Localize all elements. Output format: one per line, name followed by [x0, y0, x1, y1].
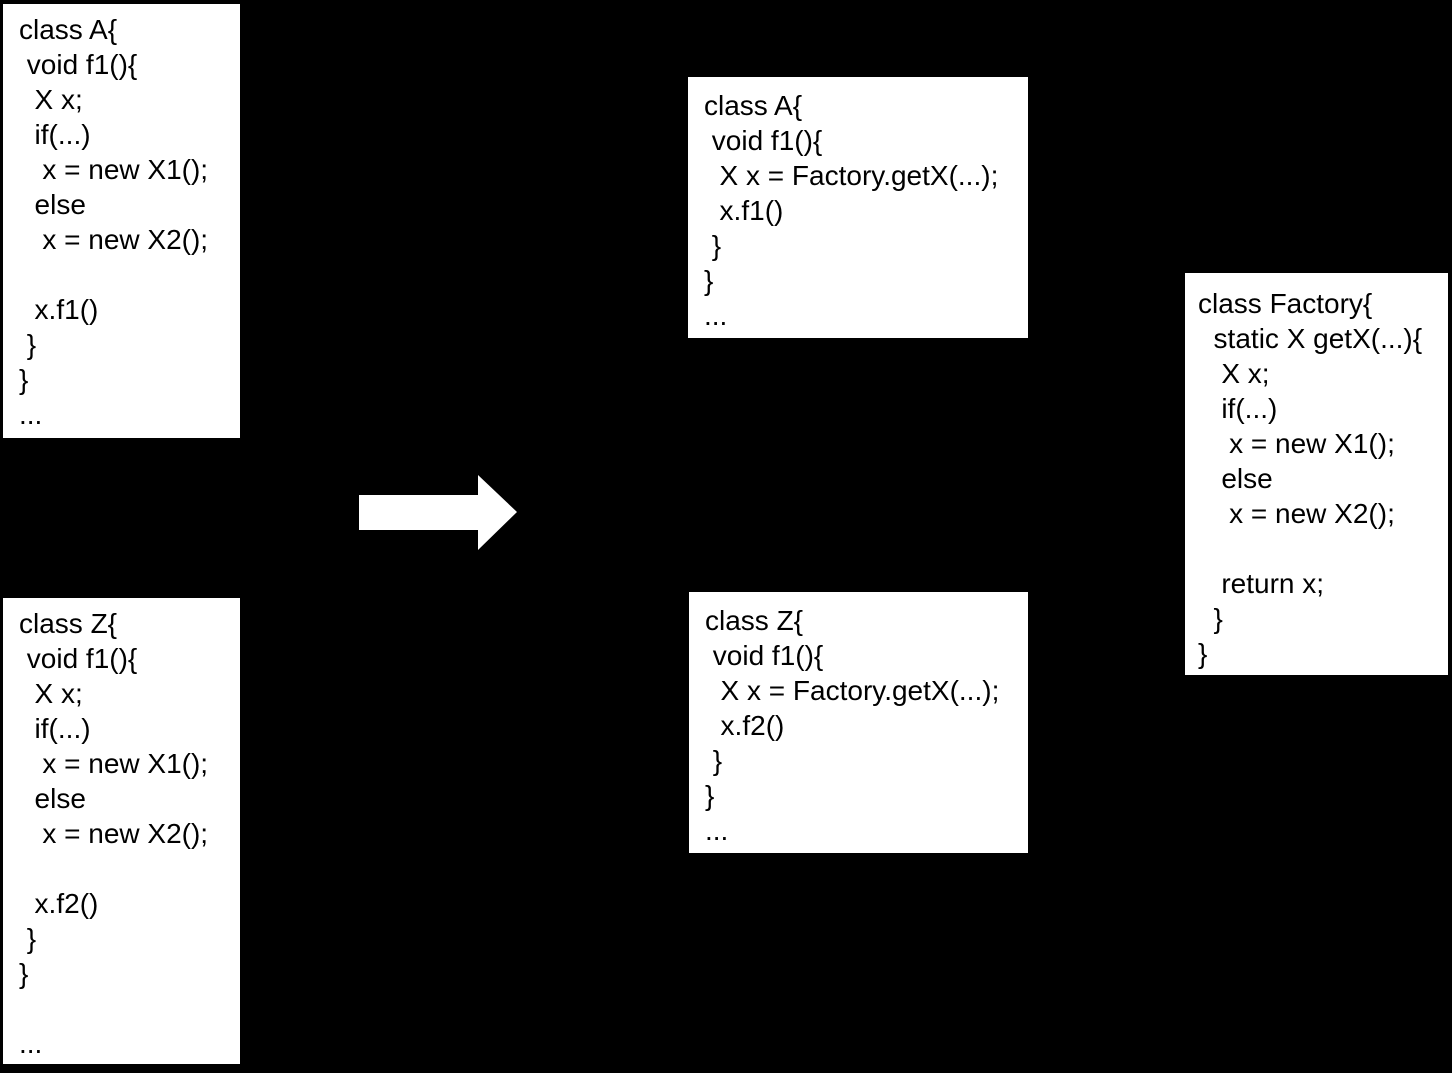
before-class-a-code: class A{ void f1(){ X x; if(...) x = new… — [19, 14, 209, 430]
after-class-z-box: class Z{ void f1(){ X x = Factory.getX(.… — [689, 592, 1028, 853]
factory-class-box: class Factory{ static X getX(...){ X x; … — [1185, 273, 1448, 675]
before-class-a-box: class A{ void f1(){ X x; if(...) x = new… — [3, 4, 240, 438]
after-class-z-code: class Z{ void f1(){ X x = Factory.getX(.… — [705, 605, 1000, 846]
before-class-z-code: class Z{ void f1(){ X x; if(...) x = new… — [19, 608, 209, 1059]
after-class-a-code: class A{ void f1(){ X x = Factory.getX(.… — [704, 90, 999, 331]
factory-class-code: class Factory{ static X getX(...){ X x; … — [1198, 288, 1423, 669]
before-class-z-box: class Z{ void f1(){ X x; if(...) x = new… — [3, 598, 240, 1064]
after-class-a-box: class A{ void f1(){ X x = Factory.getX(.… — [688, 77, 1028, 338]
transform-right-arrow-icon — [359, 475, 517, 550]
